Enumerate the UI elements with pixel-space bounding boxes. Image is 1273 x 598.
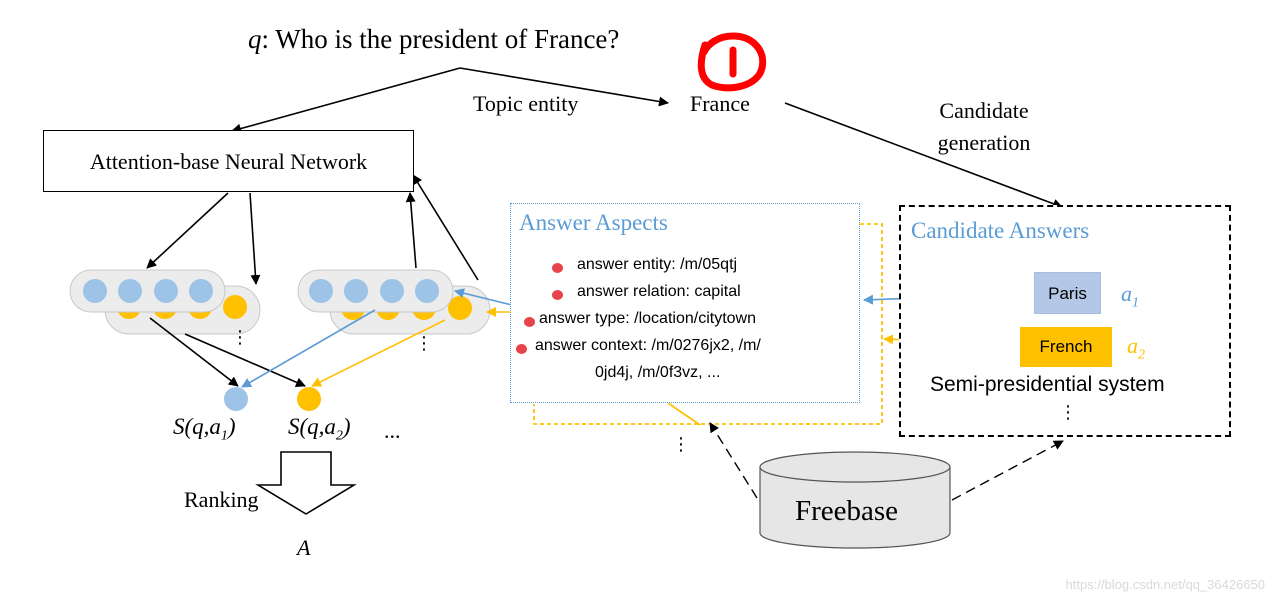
score-node-1 [224,387,248,411]
vector-node [118,279,142,303]
vector-group-left-front [69,269,226,313]
freebase-label: Freebase [795,495,899,527]
vector-group-right-front [297,269,454,313]
arrow-network-to-vector [146,192,229,269]
bullet-dot [552,263,563,273]
arrow-to-score-1 [149,317,239,387]
aspect-item-entity: answer entity: /m/05qtj [577,256,738,273]
vector-node [223,295,247,319]
bullet-dot [524,317,535,327]
score-label-2: S(q,a2) [288,414,351,444]
candidate-answers-box: Candidate Answers Paris a1 French a2 Sem… [899,205,1231,437]
ranking-arrow [255,451,357,515]
candidate-generation-label-1: Candidate [939,98,1029,123]
aspects-vdots: ⋮ [672,434,690,454]
topic-entity-label: Topic entity [473,91,579,116]
arrow-orange-to-score-2 [311,319,446,387]
bullet-dot [552,290,563,300]
arrow-blue-to-score-1 [241,309,376,388]
arrow-vector-to-network [405,192,417,269]
attention-network-box: Attention-base Neural Network [43,130,414,192]
arrow-to-score-2 [184,333,306,388]
freebase-cylinder-body [759,467,951,549]
question-text: q: Who is the president of France? [248,24,620,54]
arrow-freebase-to-candidates [951,440,1064,501]
score-node-2 [297,387,321,411]
score-ellipsis: ... [384,418,401,443]
answer-aspects-back-box [533,223,883,425]
arrow-candidate-generation [784,102,1063,209]
vector-node [415,279,439,303]
candidate-more-vdots: ⋮ [1059,402,1077,422]
vector-vdots-left: ⋮ [231,327,249,347]
arrow-question-to-network [231,67,461,134]
answer-aspects-box: Answer Aspects answer entity: /m/05qtj a… [510,203,860,403]
orange-link [667,402,701,426]
candidate-var-a1: a1 [1121,281,1139,311]
arrow-vector-to-network [412,174,479,281]
candidate-french: French [1020,327,1112,367]
arrow-freebase-to-aspects [709,422,758,499]
vector-node [309,279,333,303]
vector-node [83,279,107,303]
vector-node [344,279,368,303]
arrow-question-to-entity [459,67,669,107]
candidate-semi-presidential: Semi-presidential system [930,373,1165,396]
candidate-generation-label-2: generation [937,130,1031,155]
answer-aspects-title: Answer Aspects [519,210,668,235]
watermark: https://blog.csdn.net/qq_36426650 [1065,577,1266,592]
red-circle-mark [697,32,767,92]
vector-node [380,279,404,303]
score-label-1: S(q,a1) [173,414,236,444]
arrow-aspect-blue [454,288,513,306]
vector-node [154,279,178,303]
aspect-item-relation: answer relation: capital [577,283,741,300]
final-answer-label: A [297,535,311,560]
entity-france: France [690,91,750,116]
bullet-dot [516,344,527,354]
freebase-cylinder-top [759,451,951,483]
candidate-answers-title: Candidate Answers [911,218,1090,243]
aspect-item-type: answer type: /location/citytown [539,310,756,327]
aspect-item-context-cont: 0jd4j, /m/0f3vz, ... [595,364,721,381]
candidate-var-a2: a2 [1127,333,1145,363]
aspect-item-context: answer context: /m/0276jx2, /m/ [535,337,761,354]
ranking-label: Ranking [184,487,259,512]
arrow-network-to-vector [249,192,261,285]
vector-node [189,279,213,303]
vector-vdots-right: ⋮ [415,333,433,353]
candidate-paris: Paris [1034,272,1101,314]
vector-node [448,296,472,320]
